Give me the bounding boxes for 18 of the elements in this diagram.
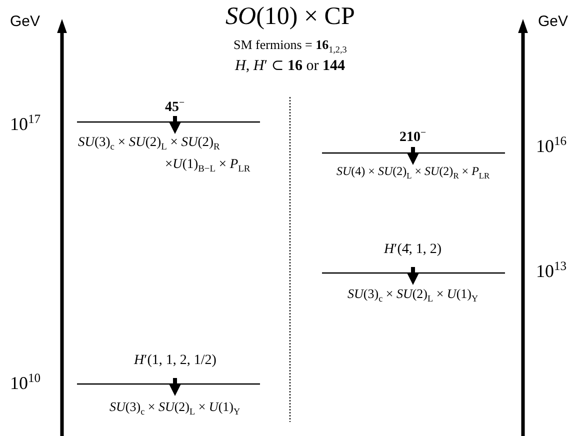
representation-label: H′(4̄, 1, 2) (384, 242, 442, 258)
gauge-group-label: SU(3)$_{c}$ × SU(2)$_{L}$ × U(1)$_{Y}$ (348, 287, 478, 302)
energy-scale-label: 10$^{10}$ (10, 374, 41, 394)
gauge-group-label: SU(3)$_{c}$ × SU(2)$_{L}$ × U(1)$_{Y}$ (110, 400, 240, 414)
diagram-title: SO(10) × CP (226, 3, 355, 30)
energy-scale-label: 10$^{16}$ (536, 137, 567, 157)
gauge-group-label: SU(4) × SU(2)$_{L}$ × SU(2)$_{R}$ × P$_{LR}$ (336, 165, 490, 178)
energy-scale-label: 10$^{17}$ (10, 115, 41, 135)
unit-label: GeV (538, 14, 568, 30)
representation-label: H′(1, 1, 2, 1/2) (134, 353, 216, 368)
subtitle-text: SM fermions = 16$_{1,2,3}$ (234, 38, 347, 52)
unit-label: GeV (10, 14, 40, 30)
subtitle-text: H, H′ ⊂ 16 or 144 (235, 58, 346, 74)
gauge-group-label: SU(3)$_{c}$ × SU(2)$_{L}$ × SU(2)$_{R}$ (78, 135, 220, 150)
representation-label: 45$^{−}$ (165, 100, 185, 116)
energy-scale-label: 10$^{13}$ (536, 262, 567, 282)
gauge-group-label: ×U(1)$_{B−L}$ × P$_{LR}$ (165, 157, 250, 172)
representation-label: 210$^{−}$ (400, 130, 426, 146)
